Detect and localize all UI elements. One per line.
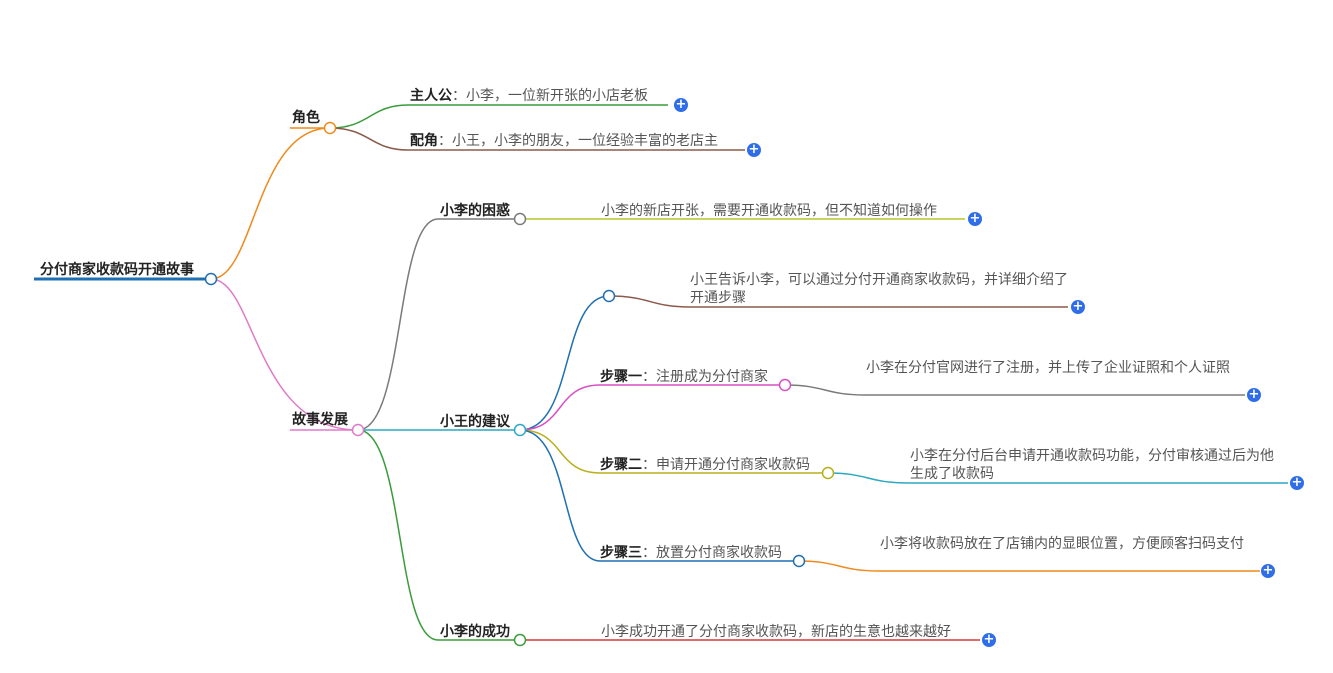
step1-node: 步骤一：注册成为分付商家 bbox=[600, 369, 768, 385]
confusion-detail: 小李的新店开张，需要开通收款码，但不知道如何操作 bbox=[601, 203, 937, 219]
protagonist-value: 小李，一位新开张的小店老板 bbox=[466, 88, 648, 104]
success-detail: 小李成功开通了分付商家收款码，新店的生意也越来越好 bbox=[601, 624, 951, 640]
edge-advice-step3 bbox=[519, 429, 799, 562]
expand-success-button[interactable]: + bbox=[982, 632, 996, 647]
confusion-collapse-node[interactable] bbox=[513, 212, 527, 226]
step1-value: 注册成为分付商家 bbox=[656, 369, 768, 385]
edge-root-story bbox=[210, 278, 359, 431]
edge-advice-intro bbox=[519, 295, 610, 431]
step2-node: 步骤二：申请开通分付商家收款码 bbox=[600, 457, 810, 473]
success-label: 小李的成功 bbox=[440, 624, 510, 640]
advice-collapse-node[interactable] bbox=[513, 423, 527, 437]
supporting-value: 小王，小李的朋友，一位经验丰富的老店主 bbox=[452, 133, 718, 149]
expand-supporting-button[interactable]: + bbox=[747, 142, 761, 157]
edge-step2-detail bbox=[827, 472, 1288, 484]
step2-key: 步骤二 bbox=[600, 457, 642, 473]
expand-step2-button[interactable]: + bbox=[1290, 475, 1304, 490]
edge-root-roles bbox=[210, 127, 331, 280]
root-label: 分付商家收款码开通故事 bbox=[40, 262, 194, 278]
supporting-key: 配角 bbox=[410, 133, 438, 149]
story-label: 故事发展 bbox=[292, 412, 348, 428]
intro-detail: 小王告诉小李，可以通过分付开通商家收款码，并详细介绍了开通步骤 bbox=[690, 272, 1068, 306]
story-collapse-node[interactable] bbox=[351, 423, 365, 437]
step3-detail: 小李将收款码放在了店铺内的显眼位置，方便顾客扫码支付 bbox=[880, 536, 1244, 552]
edge-step1-detail bbox=[784, 384, 1245, 396]
confusion-label: 小李的困惑 bbox=[440, 203, 510, 219]
step3-value: 放置分付商家收款码 bbox=[656, 545, 782, 561]
edge-story-confusion bbox=[357, 218, 520, 431]
edge-step3-detail bbox=[798, 560, 1260, 572]
edge-advice-step1 bbox=[519, 384, 785, 431]
step1-detail: 小李在分付官网进行了注册，并上传了企业证照和个人证照 bbox=[866, 360, 1230, 376]
root-collapse-node[interactable] bbox=[204, 272, 218, 286]
step1-collapse-node[interactable] bbox=[778, 378, 792, 392]
protagonist-key: 主人公 bbox=[410, 88, 452, 104]
roles-collapse-node[interactable] bbox=[323, 121, 337, 135]
expand-intro-button[interactable]: + bbox=[1071, 299, 1085, 314]
supporting-node: 配角：小王，小李的朋友，一位经验丰富的老店主 bbox=[410, 133, 718, 149]
step3-node: 步骤三：放置分付商家收款码 bbox=[600, 545, 782, 561]
intro-collapse-node[interactable] bbox=[602, 289, 616, 303]
advice-label: 小王的建议 bbox=[440, 414, 510, 430]
protagonist-node: 主人公：小李，一位新开张的小店老板 bbox=[410, 88, 648, 104]
expand-step3-button[interactable]: + bbox=[1261, 563, 1275, 578]
edge-advice-step2 bbox=[519, 429, 828, 474]
edge-intro-detail bbox=[608, 295, 1068, 308]
step3-collapse-node[interactable] bbox=[792, 554, 806, 568]
expand-confusion-button[interactable]: + bbox=[968, 211, 982, 226]
step2-detail: 小李在分付后台申请开通收款码功能，分付审核通过后为他生成了收款码 bbox=[910, 448, 1274, 482]
step2-value: 申请开通分付商家收款码 bbox=[656, 457, 810, 473]
edge-roles-protagonist bbox=[329, 104, 668, 129]
success-collapse-node[interactable] bbox=[513, 633, 527, 647]
expand-step1-button[interactable]: + bbox=[1247, 387, 1261, 402]
roles-label: 角色 bbox=[292, 110, 320, 126]
step2-collapse-node[interactable] bbox=[821, 466, 835, 480]
expand-protagonist-button[interactable]: + bbox=[674, 97, 688, 112]
step3-key: 步骤三 bbox=[600, 545, 642, 561]
step1-key: 步骤一 bbox=[600, 369, 642, 385]
edge-story-success bbox=[357, 429, 520, 641]
edge-roles-supporting bbox=[329, 127, 745, 151]
